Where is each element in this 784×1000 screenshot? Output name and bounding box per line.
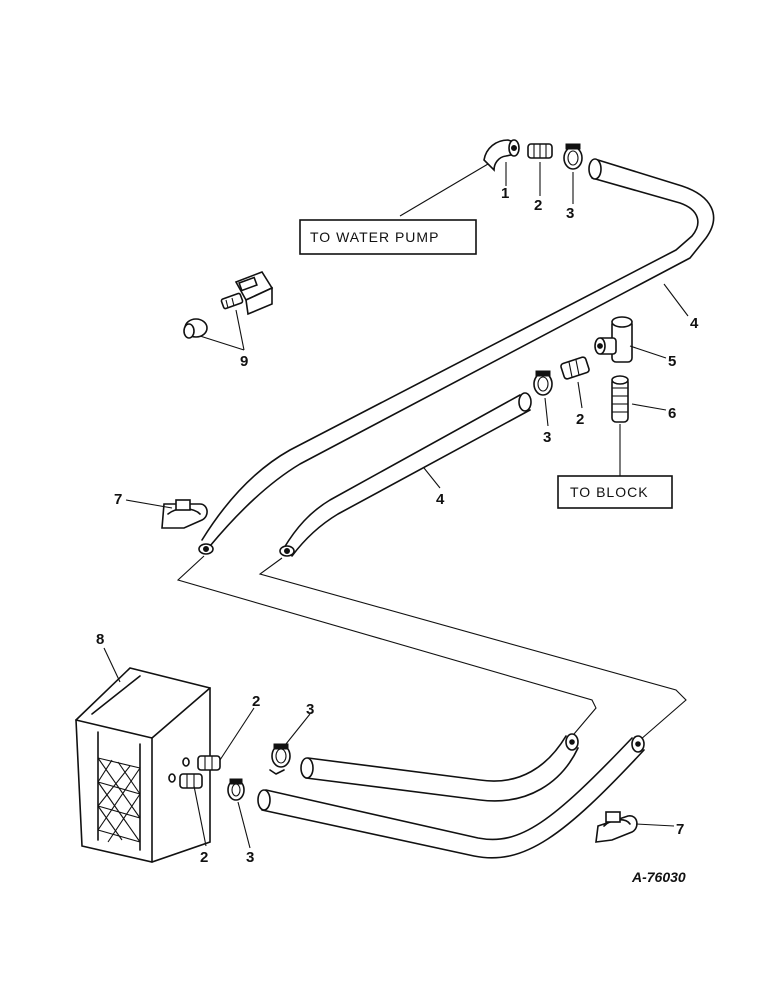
heater-clamp-upper: [269, 743, 291, 775]
to-block-callout: TO BLOCK: [557, 475, 673, 509]
label-nipple-top: 2: [534, 197, 542, 214]
heater-clamp-lower: [227, 778, 245, 801]
label-hose-inner: 4: [436, 491, 445, 508]
shutoff-valve: [220, 271, 274, 316]
hose-adapter: [611, 375, 629, 423]
lower-hose-upper: [300, 733, 579, 802]
label-nipple-mid: 2: [576, 411, 584, 428]
label-heater: 8: [96, 631, 104, 648]
drawing-reference: A-76030: [631, 869, 686, 885]
label-elbow: 1: [501, 185, 509, 202]
hose-nipple-mid: [560, 356, 590, 380]
hose-clamp-mid: [533, 370, 553, 396]
to-block-label: TO BLOCK: [570, 484, 649, 500]
label-heater-clamp-upper: 3: [306, 701, 314, 718]
to-water-pump-callout: TO WATER PUMP: [299, 219, 477, 255]
label-heater-clamp-lower: 3: [246, 849, 254, 866]
label-clamp-mid: 3: [543, 429, 551, 446]
tee-fitting: [594, 316, 633, 363]
label-tee: 5: [668, 353, 676, 370]
heater-nipple-lower: [168, 773, 203, 789]
drain-cock: [183, 318, 208, 339]
bracket-left: [161, 499, 208, 529]
label-bracket-right: 7: [676, 821, 684, 838]
outer-hose: [198, 158, 715, 555]
label-valve: 9: [240, 353, 248, 370]
hose-nipple-top: [527, 143, 553, 159]
heater-nipple-upper: [182, 755, 221, 771]
label-heater-nipple-upper: 2: [252, 693, 260, 710]
heater-core: [75, 667, 211, 863]
label-heater-nipple-lower: 2: [200, 849, 208, 866]
label-bracket-left: 7: [114, 491, 122, 508]
label-hose-outer: 4: [690, 315, 699, 332]
hose-clamp-top: [563, 143, 583, 170]
label-clamp-top: 3: [566, 205, 574, 222]
to-water-pump-label: TO WATER PUMP: [310, 229, 439, 245]
label-adapter: 6: [668, 405, 676, 422]
bracket-right: [595, 811, 638, 843]
leader-lines: [103, 162, 689, 849]
lower-hose-lower: [257, 735, 645, 859]
elbow-fitting: [483, 139, 520, 172]
inner-hose: [279, 392, 532, 557]
routing-lines: [176, 555, 687, 741]
